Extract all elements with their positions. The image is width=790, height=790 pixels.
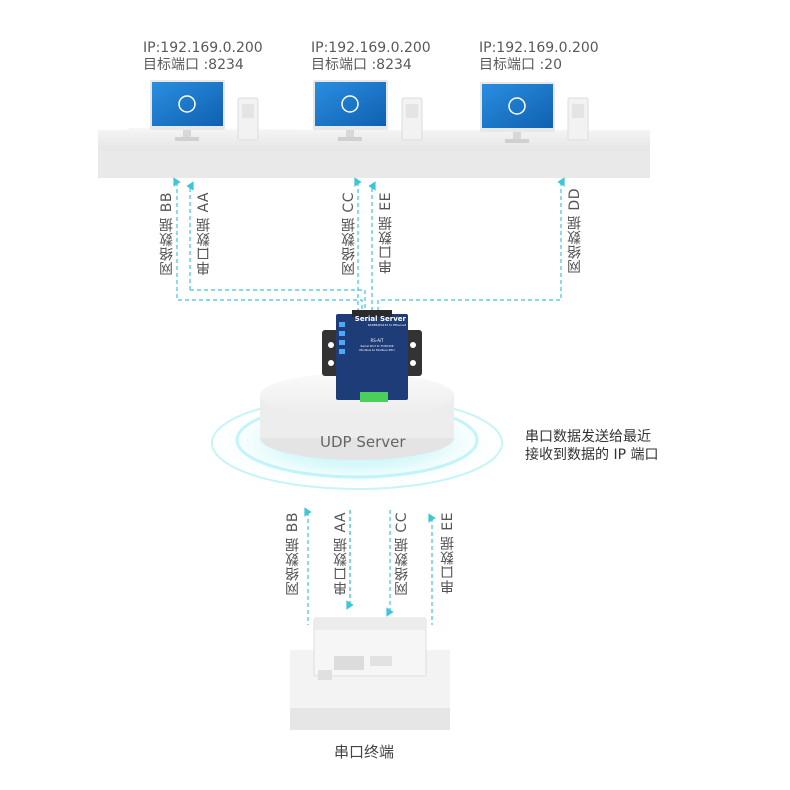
computer-2-port: 目标端口 :8234 bbox=[311, 57, 412, 73]
computer-3-ip: IP:192.169.0.200 bbox=[479, 40, 599, 56]
device-subtitle: RS485/RS232 to Ethernet bbox=[367, 323, 406, 327]
computer-1-label: IP:192.169.0.200 目标端口 :8234 bbox=[143, 40, 263, 74]
server-label: UDP Server bbox=[320, 433, 406, 451]
computer-3-label: IP:192.169.0.200 目标端口 :20 bbox=[479, 40, 599, 74]
server-note-line2: 接收到数据的 IP 端口 bbox=[525, 447, 659, 463]
upper-flow-aa-label: 串口数据 AA bbox=[196, 192, 212, 276]
serial-server-device bbox=[322, 310, 422, 402]
terminal-label: 串口终端 bbox=[334, 743, 395, 761]
upper-flow-cc-label: 网络数据 CC bbox=[341, 192, 357, 276]
lower-flow-bb-label: 网络数据 BB bbox=[285, 512, 301, 596]
lower-flow-aa-label: 串口数据 AA bbox=[333, 512, 349, 596]
lower-flow-ee-label: 串口数据 EE bbox=[440, 512, 456, 594]
device-line2: Modbus to Modbus RTU bbox=[359, 348, 395, 352]
computer-2-label: IP:192.169.0.200 目标端口 :8234 bbox=[311, 40, 431, 74]
computer-3 bbox=[480, 82, 589, 143]
computer-1-ip: IP:192.169.0.200 bbox=[143, 40, 263, 56]
computer-2-ip: IP:192.169.0.200 bbox=[311, 40, 431, 56]
server-note-line1: 串口数据发送给最近 bbox=[525, 429, 651, 445]
terminal-platform bbox=[290, 617, 450, 730]
lower-flow-lines bbox=[304, 507, 436, 625]
device-title: Serial Server bbox=[354, 315, 406, 323]
computer-1-port: 目标端口 :8234 bbox=[143, 57, 244, 73]
computer-3-port: 目标端口 :20 bbox=[479, 57, 562, 73]
upper-flow-lines bbox=[173, 177, 565, 318]
device-model: RS-AiT bbox=[370, 338, 384, 343]
computer-1 bbox=[150, 80, 259, 141]
server-note: 串口数据发送给最近 接收到数据的 IP 端口 bbox=[525, 428, 658, 464]
upper-flow-bb-label: 网络数据 BB bbox=[159, 192, 175, 276]
upper-flow-dd-label: 网络数据 DD bbox=[567, 188, 583, 274]
computer-shelf bbox=[98, 128, 650, 178]
lower-flow-cc-label: 网络数据 CC bbox=[394, 512, 410, 596]
computer-2 bbox=[313, 80, 423, 141]
device-text: Serial Server RS485/RS232 to Ethernet RS… bbox=[348, 315, 406, 353]
device-line1: Serial Port to TCP/UDP bbox=[360, 344, 394, 348]
upper-flow-ee-label: 串口数据 EE bbox=[378, 192, 394, 274]
